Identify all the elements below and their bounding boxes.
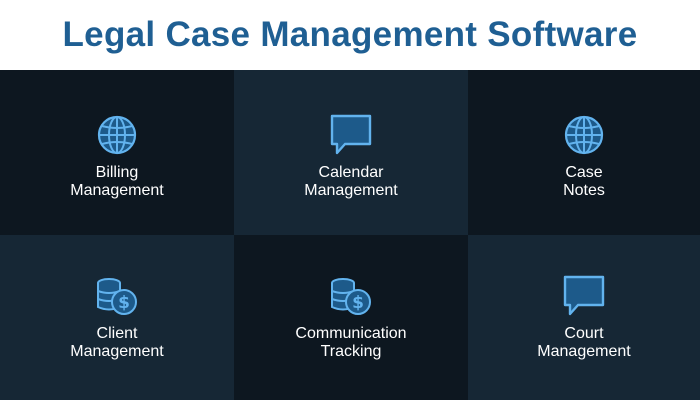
feature-tile-communication-tracking: $ Communication Tracking [234,235,468,400]
globe-icon [94,112,140,158]
feature-tile-client-management: $ Client Management [0,235,234,400]
page-title: Legal Case Management Software [62,15,638,54]
feature-tile-case-notes: Case Notes [468,70,700,235]
svg-text:$: $ [352,293,364,313]
speech-bubble-icon [561,273,607,319]
feature-label: Calendar Management [304,164,398,199]
feature-label: Court Management [537,325,631,360]
feature-label: Case Notes [563,164,605,199]
feature-tile-billing-management: Billing Management [0,70,234,235]
feature-label: Billing Management [70,164,164,199]
feature-tile-calendar-management: Calendar Management [234,70,468,235]
speech-bubble-icon [328,112,374,158]
coins-dollar-icon: $ [328,273,374,319]
feature-grid: Billing Management Calendar Management [0,70,700,400]
header: Legal Case Management Software [0,0,700,70]
coins-dollar-icon: $ [94,273,140,319]
feature-tile-court-management: Court Management [468,235,700,400]
svg-text:$: $ [118,293,130,313]
feature-label: Client Management [70,325,164,360]
feature-label: Communication Tracking [295,325,407,360]
globe-icon [561,112,607,158]
